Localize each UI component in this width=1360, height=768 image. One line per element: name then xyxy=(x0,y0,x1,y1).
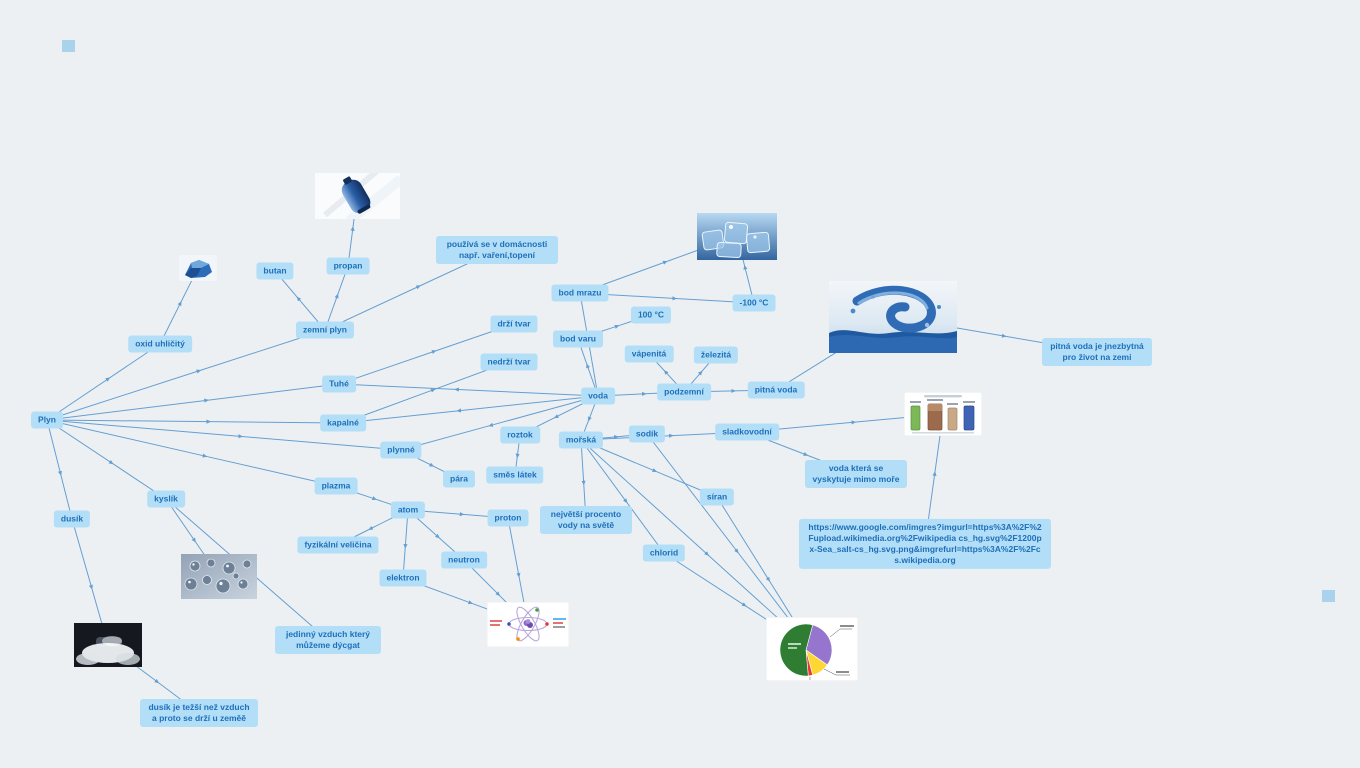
dry-ice-chunk-photo[interactable] xyxy=(179,255,217,281)
node-chlorid[interactable]: chlorid xyxy=(642,544,686,562)
edge-zemni-plyn-butan xyxy=(274,270,326,331)
node-neutron[interactable]: neutron xyxy=(441,551,487,569)
node-kyslik[interactable]: kyslík xyxy=(147,490,185,508)
edge-kapalne-nedrzi-tvar xyxy=(342,361,510,424)
edge-morska-siran xyxy=(580,439,718,498)
edge-voda-bod-varu xyxy=(577,338,599,397)
edge-plyn-kapalne xyxy=(46,419,344,424)
node-nejvetsi[interactable]: největší procento vody na světě xyxy=(540,505,632,535)
node-plazma[interactable]: plazma xyxy=(314,477,358,495)
edge-morska-chlorid xyxy=(580,439,665,554)
node-plyn[interactable]: Plyn xyxy=(31,411,63,429)
atom-diagram-image[interactable] xyxy=(487,601,569,647)
node-vapenita[interactable]: vápenitá xyxy=(624,345,674,363)
node-proton[interactable]: proton xyxy=(487,509,529,527)
node-elektron[interactable]: elektron xyxy=(379,569,427,587)
blue-square-right xyxy=(1322,590,1335,602)
node-jedinny[interactable]: jedinný vzduch který můžeme dýcgat xyxy=(275,625,381,655)
node-butan[interactable]: butan xyxy=(256,262,294,280)
node-voda-ktera[interactable]: voda která se vyskytuje mimo moře xyxy=(805,459,907,489)
node-kapalne[interactable]: kapalné xyxy=(320,414,366,432)
edge-voda-kapalne xyxy=(342,395,599,424)
edge-plyn-tuhe xyxy=(46,383,340,421)
node-smes-latek[interactable]: směs látek xyxy=(486,466,544,484)
node-dusik[interactable]: dusík xyxy=(53,510,91,528)
node-zelezita[interactable]: železitá xyxy=(693,346,739,364)
propane-tank-photo[interactable] xyxy=(314,173,400,219)
edge-voda-plynne xyxy=(400,395,599,451)
node-minus100[interactable]: -100 °C xyxy=(732,294,776,312)
water-droplets-photo[interactable] xyxy=(181,553,257,599)
node-roztok[interactable]: roztok xyxy=(500,426,540,444)
node-plus100[interactable]: 100 °C xyxy=(630,306,672,324)
edge-bod-mrazu-minus100 xyxy=(579,292,755,304)
node-siran[interactable]: síran xyxy=(699,488,735,506)
node-bod-mrazu[interactable]: bod mrazu xyxy=(551,284,609,302)
node-morska[interactable]: mořská xyxy=(558,431,604,449)
edge-plyn-oxid-uhlicity xyxy=(46,343,161,421)
node-dusik-tezsi[interactable]: dusík je težší než vzduch a proto se drž… xyxy=(140,698,258,728)
node-atom[interactable]: atom xyxy=(390,501,426,519)
edge-tuhe-drzi-tvar xyxy=(338,323,515,385)
edge-plyn-plynne xyxy=(46,419,402,451)
water-splash-photo[interactable] xyxy=(829,281,957,353)
edge-atom-elektron xyxy=(402,509,409,579)
edge-plyn-kyslik xyxy=(46,419,167,500)
node-domacnost[interactable]: používá se v domácnosti např. vaření,top… xyxy=(436,235,558,265)
node-nedrzi-tvar[interactable]: nedrží tvar xyxy=(480,353,538,371)
node-fyz-velicina[interactable]: fyzikální veličina xyxy=(297,536,379,554)
sea-salt-columns-chart[interactable] xyxy=(904,392,982,436)
node-tuhe[interactable]: Tuhé xyxy=(322,375,356,393)
node-voda[interactable]: voda xyxy=(581,387,615,405)
blue-square-top-left xyxy=(62,40,75,52)
node-propan[interactable]: propan xyxy=(326,257,370,275)
node-podzemni[interactable]: podzemní xyxy=(657,383,711,401)
edge-plyn-dusik xyxy=(46,419,73,520)
node-pitna-def[interactable]: pitná voda je jnezbytná pro život na zem… xyxy=(1042,337,1152,367)
edge-voda-tuhe xyxy=(338,383,599,397)
node-sladkovodni[interactable]: sladkovodní xyxy=(715,423,779,441)
node-zemni-plyn[interactable]: zemní plyn xyxy=(296,321,354,339)
node-url-node[interactable]: https://www.google.com/imgres?imgurl=htt… xyxy=(799,518,1051,570)
edge-zemni-plyn-propan xyxy=(324,265,349,331)
node-para[interactable]: pára xyxy=(443,470,475,488)
nitrogen-fog-photo[interactable] xyxy=(74,623,142,667)
node-pitna-voda[interactable]: pitná voda xyxy=(747,381,805,399)
node-plynne[interactable]: plynné xyxy=(380,441,422,459)
edge-plyn-plazma xyxy=(46,419,337,487)
sea-salt-pie-chart[interactable] xyxy=(766,617,858,681)
edge-plyn-zemni-plyn xyxy=(46,329,326,421)
node-oxid-uhlicity[interactable]: oxid uhličitý xyxy=(128,335,192,353)
node-sodik[interactable]: sodík xyxy=(628,425,666,443)
node-drzi-tvar[interactable]: drží tvar xyxy=(490,315,538,333)
node-bod-varu[interactable]: bod varu xyxy=(553,330,603,348)
ice-cubes-photo[interactable] xyxy=(697,212,777,260)
